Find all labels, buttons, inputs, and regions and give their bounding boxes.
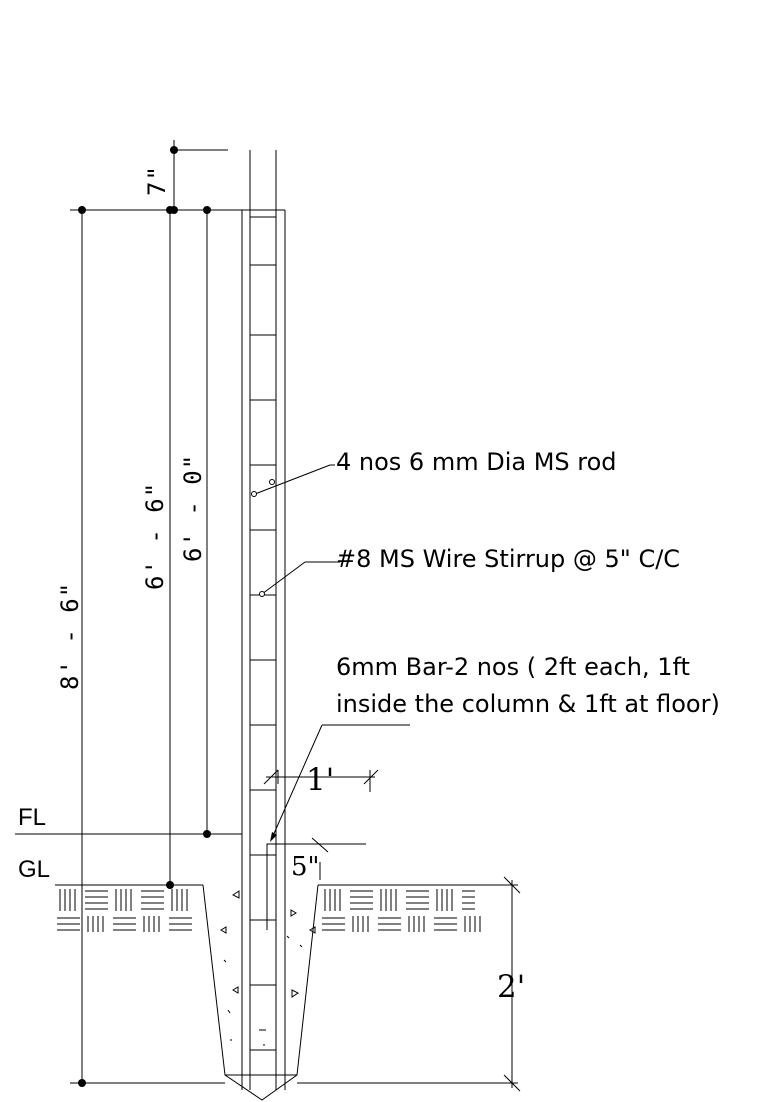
- dim-height-above-fl: [203, 206, 211, 838]
- leader-stirrups: [259, 561, 340, 597]
- dowel-bar: [266, 837, 366, 930]
- note-main-rods: 4 nos 6 mm Dia MS rod: [336, 448, 617, 476]
- dim-overall-height: [70, 206, 242, 1087]
- height-above-fl-label: 6' - 0": [179, 454, 207, 562]
- note-dowel-line1: 6mm Bar-2 nos ( 2ft each, 1ft: [336, 653, 690, 681]
- overall-height-label: 8' - 6": [56, 582, 84, 690]
- stirrup-ticks: [250, 216, 276, 1051]
- concrete-hatch: [220, 890, 316, 1046]
- height-above-gl-label: 6' - 6": [141, 482, 169, 590]
- dim-foundation-depth: [503, 876, 521, 1092]
- note-stirrups: #8 MS Wire Stirrup @ 5" C/C: [336, 545, 680, 573]
- soil-hatch-left: [57, 889, 192, 932]
- top-projection-label: 7": [143, 165, 171, 196]
- dim-top-projection: [170, 140, 228, 214]
- gap-at-floor-label: 5": [291, 852, 320, 882]
- floor-level-label: FL: [18, 804, 46, 831]
- foundation-depth-label: 2': [497, 969, 525, 1005]
- soil-hatch-right: [322, 889, 481, 932]
- column-continuation: [249, 150, 277, 210]
- foundation-pit: [202, 884, 319, 1101]
- leader-main-rods: [251, 464, 335, 497]
- bar-length-label: 1': [306, 762, 334, 798]
- dim-bar-length: [263, 769, 379, 792]
- column-body: [241, 209, 286, 1090]
- leader-dowel: [270, 724, 410, 842]
- ground-level-label: GL: [18, 856, 50, 883]
- note-dowel-line2: inside the column & 1ft at floor): [336, 690, 720, 718]
